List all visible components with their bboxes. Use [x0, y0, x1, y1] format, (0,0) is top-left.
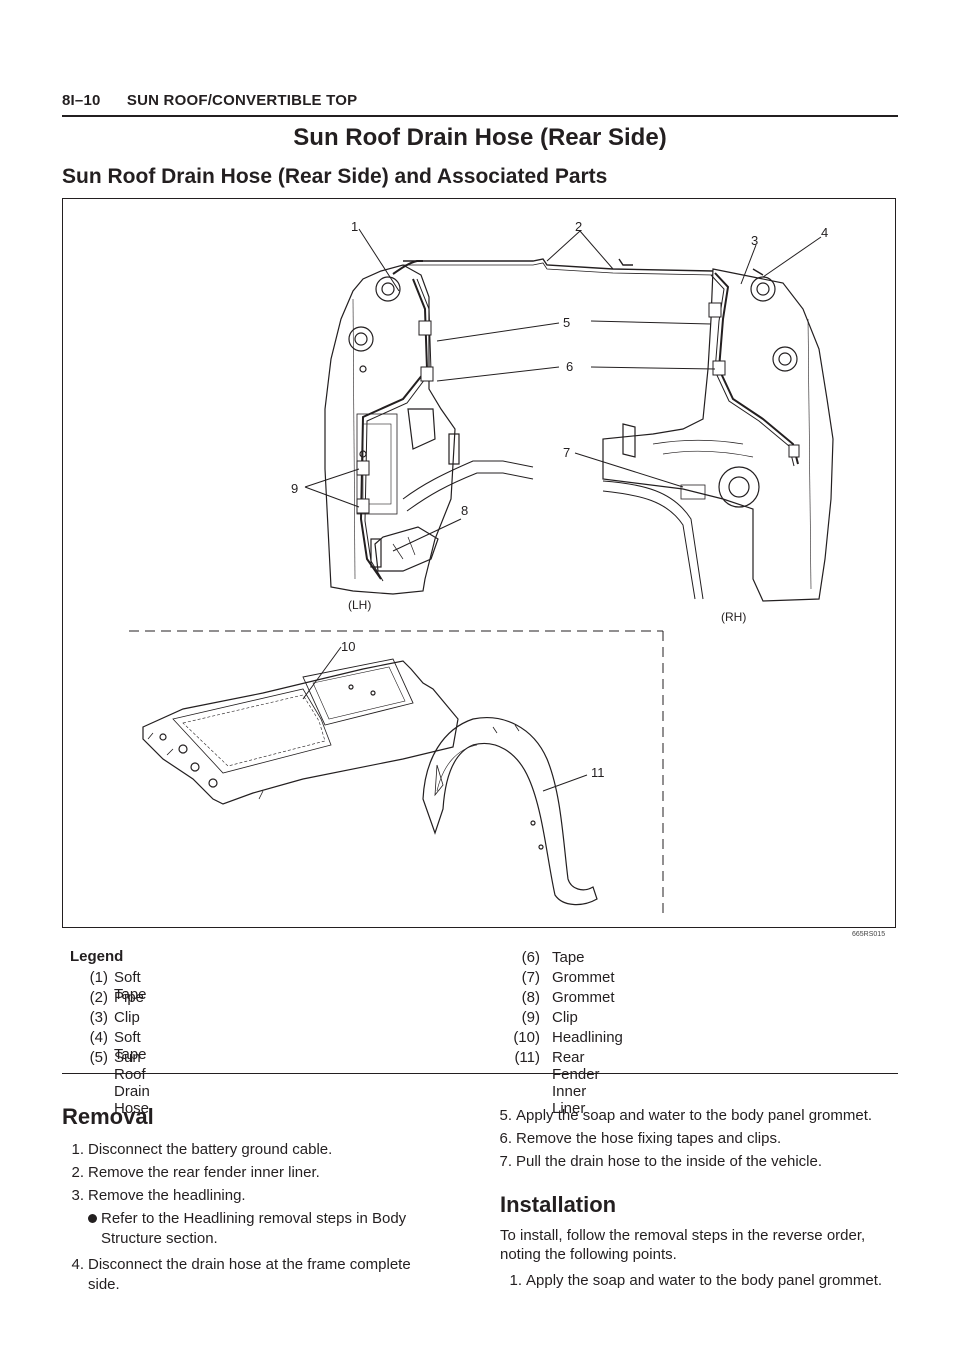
page-header: 8I–10 SUN ROOF/CONVERTIBLE TOP — [62, 92, 357, 109]
installation-intro: To install, follow the removal steps in … — [500, 1227, 866, 1263]
callout-11: 11 — [591, 765, 605, 780]
removal-heading: Removal — [62, 1104, 154, 1129]
callout-4: 4 — [821, 225, 828, 240]
callout-7: 7 — [563, 445, 570, 460]
callout-1: 1 — [351, 219, 358, 234]
rh-drain-hose — [708, 272, 800, 467]
callout-6: 6 — [566, 359, 573, 374]
rh-label: (RH) — [721, 610, 746, 624]
callout-3: 3 — [751, 233, 758, 248]
parts-diagram-drawing: 1 2 3 4 5 6 7 8 9 10 11 (LH) (RH) — [129, 219, 834, 919]
callout-5: 5 — [563, 315, 570, 330]
page-number: 8I–10 — [62, 92, 101, 109]
callout-10: 10 — [341, 639, 355, 654]
rh-body-panel — [602, 268, 834, 602]
page-title: Sun Roof Drain Hose (Rear Side) — [293, 124, 667, 151]
header-rule — [62, 115, 898, 117]
roof-pipe — [403, 258, 764, 276]
callout-2: 2 — [575, 219, 582, 234]
callout-numbers: 1 2 3 4 5 6 7 8 9 10 11 (LH) (RH) — [291, 219, 828, 780]
headlining — [142, 658, 459, 805]
figure-subtitle: Sun Roof Drain Hose (Rear Side) and Asso… — [62, 165, 608, 188]
section-title: SUN ROOF/CONVERTIBLE TOP — [126, 92, 358, 109]
separator-lines — [129, 630, 664, 919]
callout-9: 9 — [291, 481, 298, 496]
bullet-icon — [88, 1214, 97, 1223]
legend-heading: Legend — [70, 948, 124, 965]
legend-rule — [62, 1073, 898, 1074]
installation-heading: Installation — [500, 1192, 617, 1217]
callout-leaders — [302, 228, 822, 792]
figure-id: 665RS015 — [852, 931, 886, 938]
lh-label: (LH) — [348, 598, 371, 612]
rear-fender-inner-liner — [422, 717, 598, 906]
parts-diagram: 1 2 3 4 5 6 7 8 9 10 11 (LH) (RH) — [62, 198, 896, 928]
callout-8: 8 — [461, 503, 468, 518]
